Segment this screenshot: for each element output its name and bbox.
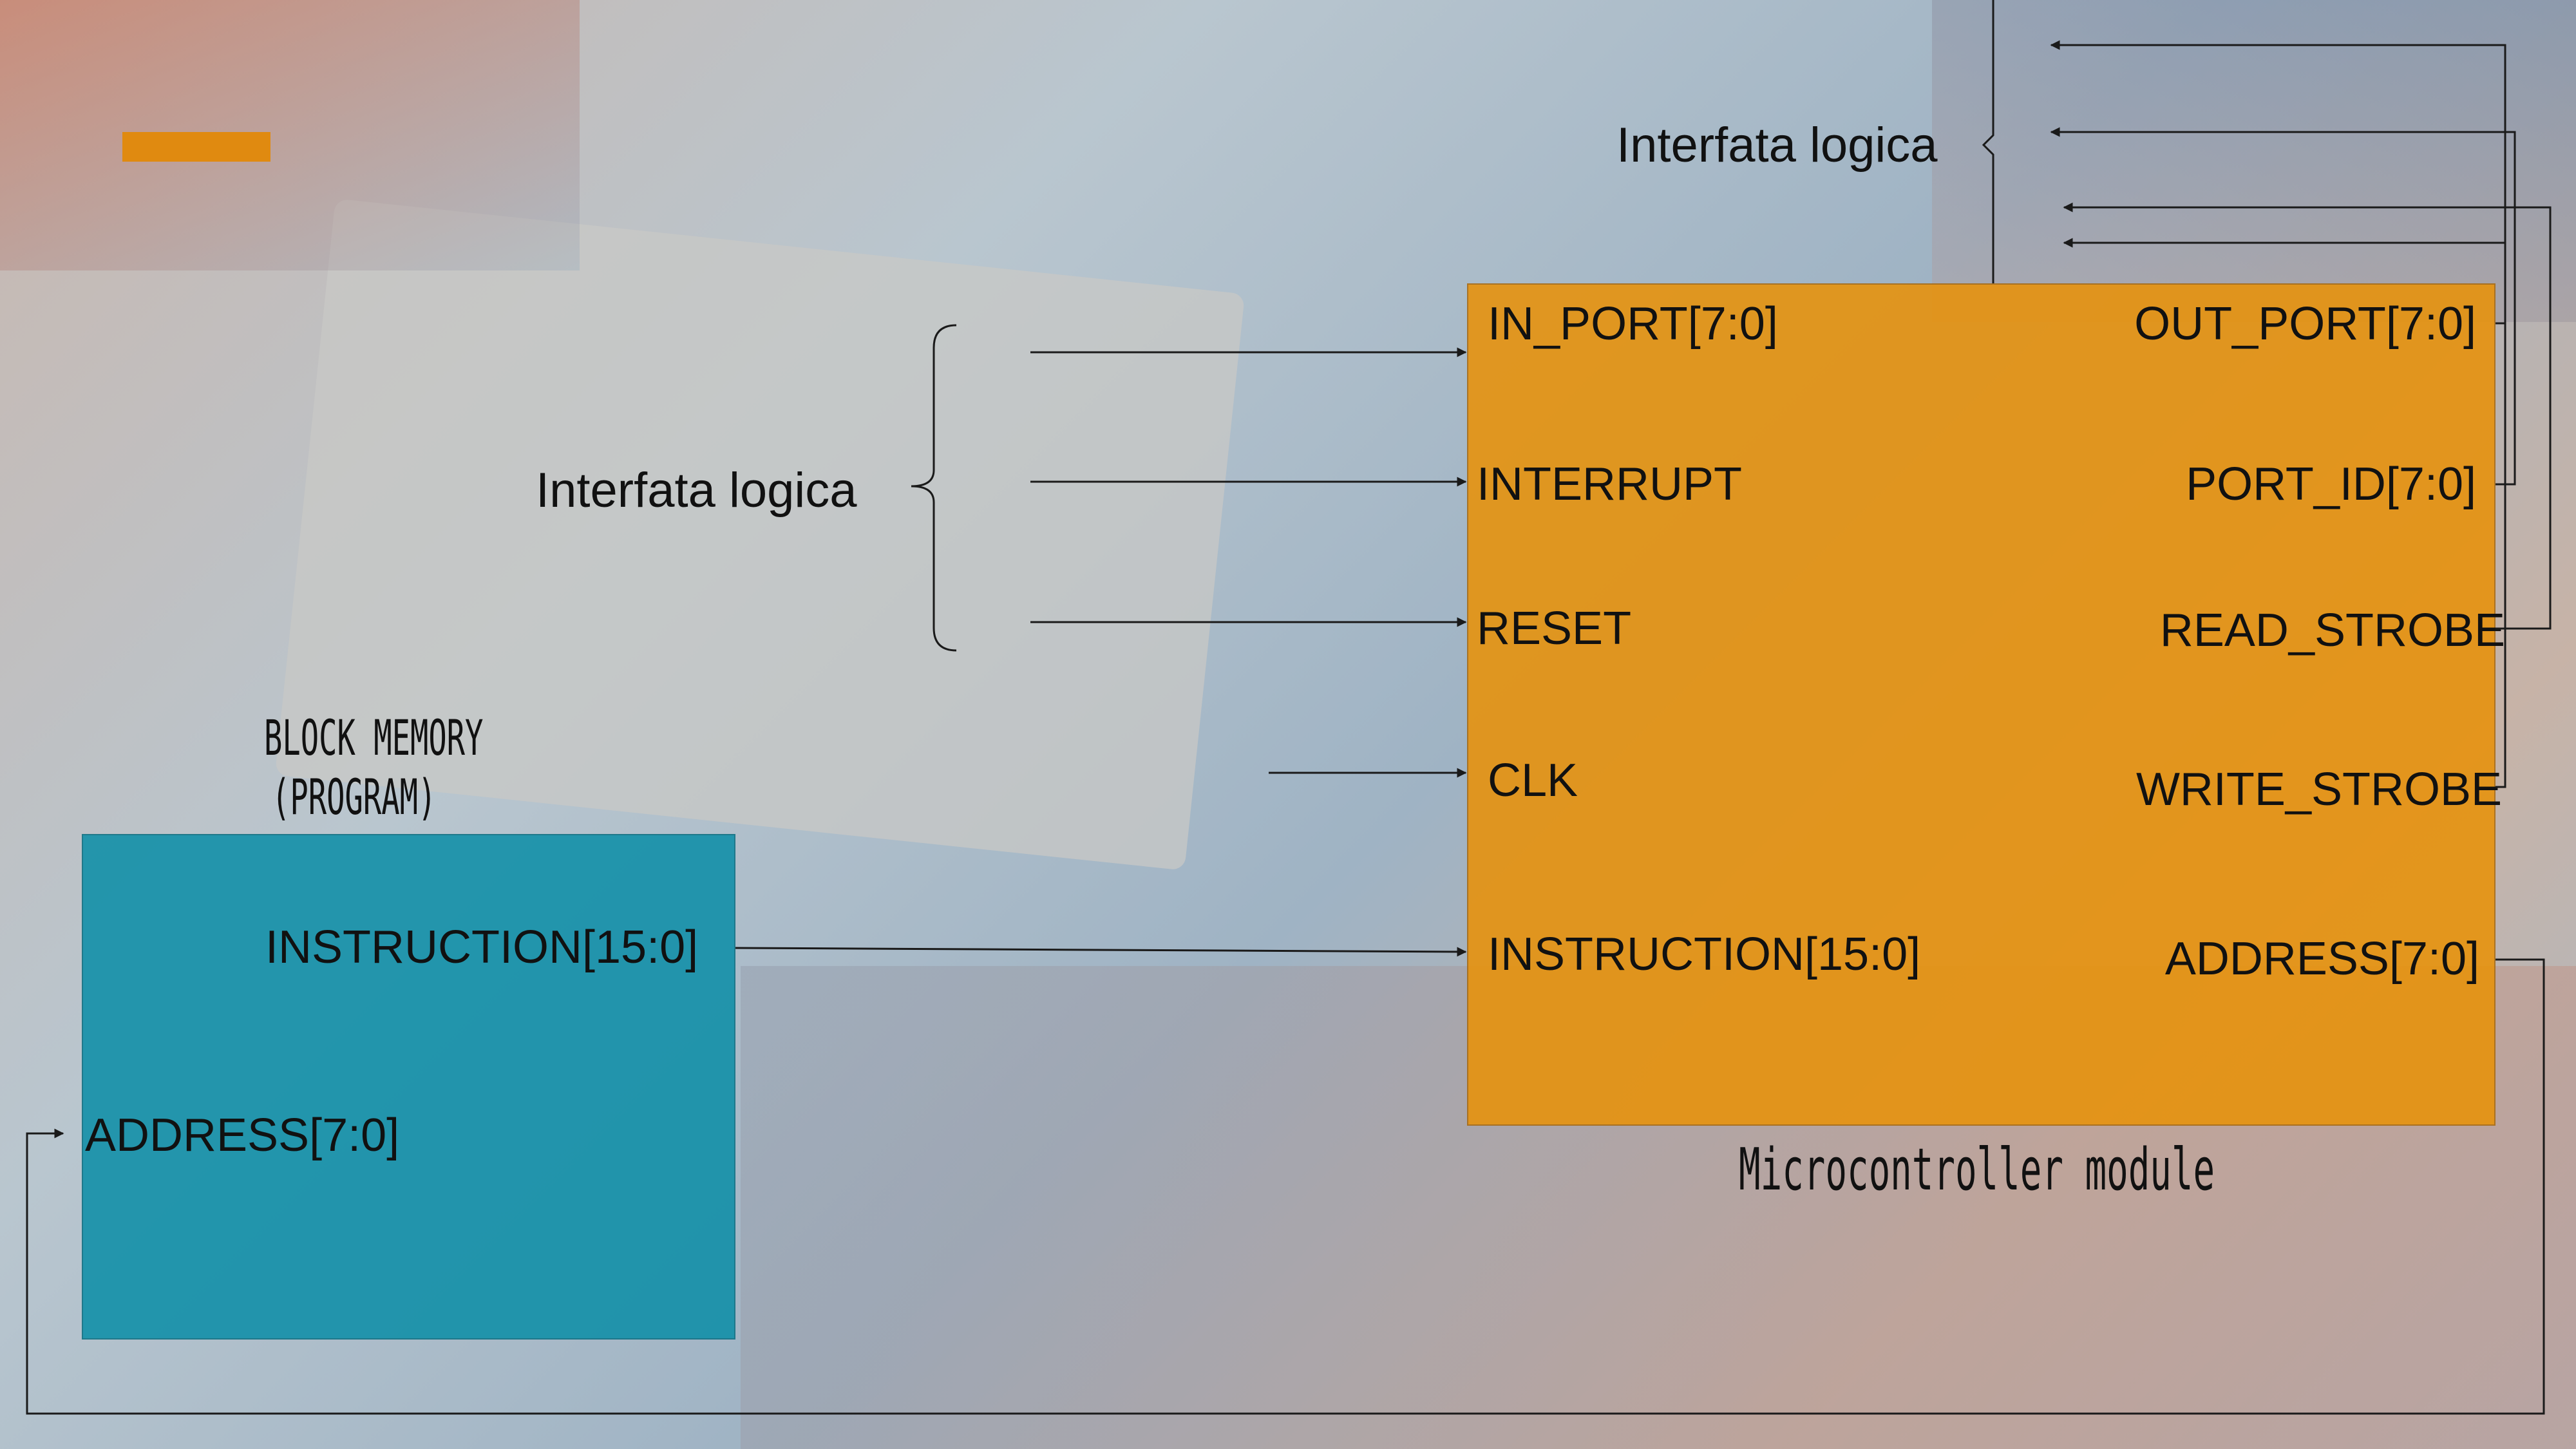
mcu-output-write-strobe: WRITE_STROBE [2136,764,2502,815]
mcu-output-read-strobe: READ_STROBE [2159,605,2505,656]
memory-block-subtitle: (PROGRAM) [272,768,437,826]
mcu-input-instruction: INSTRUCTION[15:0] [1488,929,1921,980]
wire-address [26,958,2545,1415]
interface-brace-top [1982,0,1994,283]
mcu-output-port-id: PORT_ID[7:0] [2186,459,2476,510]
mcu-input-in-port: IN_PORT[7:0] [1488,298,1778,350]
microcontroller-caption: Microcontroller module [1739,1136,2215,1204]
mcu-input-interrupt: INTERRUPT [1477,459,1742,510]
memory-port-instruction: INSTRUCTION[15:0] [265,922,699,973]
mcu-input-reset: RESET [1477,603,1632,654]
wire-instruction [735,947,1467,957]
mcu-output-out-port: OUT_PORT[7:0] [2134,298,2476,350]
accent-bar [122,132,270,162]
memory-block-title: BLOCK MEMORY [264,709,484,766]
mcu-input-clk: CLK [1488,755,1578,806]
background-circuit-right [1932,0,2576,322]
wire-write-strobe [2063,238,2506,788]
background-circuit-red [0,0,580,270]
program-memory-block [82,834,735,1340]
interface-brace-left [911,324,957,652]
microcontroller-block [1467,283,2496,1126]
wire-read-strobe [2063,202,2552,630]
logic-interface-label-top: Interfata logica [1616,118,1938,173]
logic-interface-label-left: Interfata logica [536,463,857,518]
mcu-output-address: ADDRESS[7:0] [2164,933,2479,985]
memory-port-address: ADDRESS[7:0] [85,1110,400,1161]
wire-out-port [2050,40,2506,325]
wire-port-id [2050,127,2516,486]
